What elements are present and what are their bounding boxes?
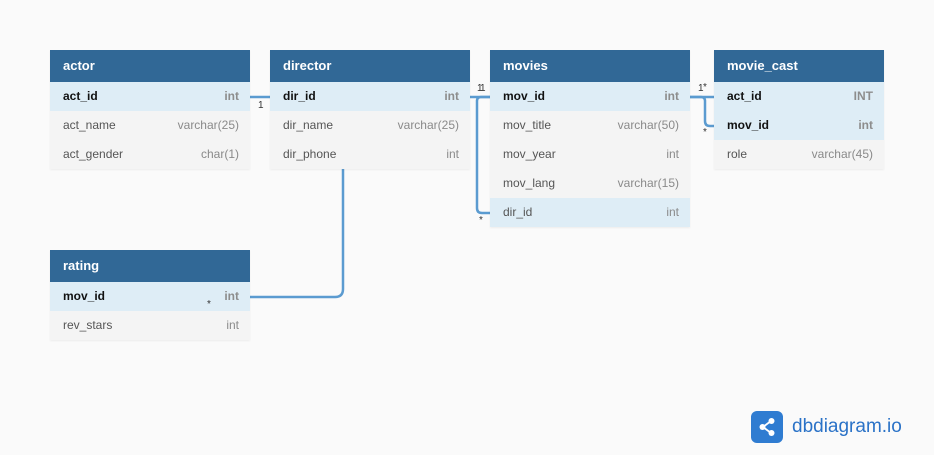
field-row[interactable]: act_gender char(1) (50, 140, 250, 169)
brand-logo-link[interactable]: dbdiagram.io (751, 411, 902, 443)
field-row[interactable]: dir_phone int (270, 140, 470, 169)
field-row[interactable]: mov_lang varchar(15) (490, 169, 690, 198)
field-row[interactable]: dir_name varchar(25) (270, 111, 470, 140)
field-type: varchar(50) (617, 118, 679, 132)
link-movies-dirid (475, 95, 490, 215)
field-row[interactable]: act_id int (50, 82, 250, 111)
field-name: dir_phone (283, 147, 337, 161)
field-row[interactable]: dir_id int (270, 82, 470, 111)
field-type: int (666, 147, 679, 161)
field-type: int (224, 289, 239, 303)
field-name: mov_year (503, 147, 556, 161)
cardinality-movies-a: 1 (477, 83, 483, 94)
field-row[interactable]: mov_id int (714, 111, 884, 140)
link-movies-moviecast (690, 95, 714, 128)
field-name: mov_id (727, 118, 770, 132)
field-name: act_name (63, 118, 116, 132)
field-type: varchar(45) (811, 147, 873, 161)
field-row[interactable]: mov_id int (490, 82, 690, 111)
field-name: dir_id (503, 205, 533, 219)
field-type: int (664, 89, 679, 103)
field-type: int (858, 118, 873, 132)
field-type: varchar(15) (617, 176, 679, 190)
field-row[interactable]: rev_stars int (50, 311, 250, 340)
cardinality-movies-dir-many: * (479, 215, 483, 226)
cardinality-movies-b: 1 (480, 83, 486, 94)
field-row[interactable]: act_name varchar(25) (50, 111, 250, 140)
field-type: INT (853, 89, 873, 103)
field-row[interactable]: dir_id int (490, 198, 690, 227)
brand-name: dbdiagram.io (792, 416, 902, 437)
field-name: act_id (63, 89, 98, 103)
field-name: act_gender (63, 147, 124, 161)
table-header[interactable]: movies (490, 50, 690, 82)
share-icon (751, 411, 783, 443)
field-name: act_id (727, 89, 762, 103)
field-type: varchar(25) (397, 118, 459, 132)
field-type: int (446, 147, 459, 161)
field-name: mov_lang (503, 176, 556, 190)
field-type: char(1) (200, 147, 239, 161)
field-type: int (224, 89, 239, 103)
cardinality-rating-many: * (207, 299, 211, 310)
table-movie-cast[interactable]: movie_cast act_id INT mov_id int role varchar(… (714, 50, 884, 169)
field-row[interactable]: act_id INT (714, 82, 884, 111)
table-header[interactable]: movie_cast (714, 50, 884, 82)
field-name: role (727, 147, 748, 161)
field-name: mov_id (503, 89, 546, 103)
table-header[interactable]: rating (50, 250, 250, 282)
field-name: dir_id (283, 89, 316, 103)
table-header[interactable]: actor (50, 50, 250, 82)
cardinality-cast-many-b: * (703, 127, 707, 138)
field-name: dir_name (283, 118, 334, 132)
field-type: varchar(25) (177, 118, 239, 132)
field-type: int (444, 89, 459, 103)
cardinality-movies-cast-one: 1 (698, 83, 704, 94)
field-row[interactable]: mov_id int (50, 282, 250, 311)
field-row[interactable]: mov_title varchar(50) (490, 111, 690, 140)
field-type: int (666, 205, 679, 219)
cardinality-cast-many-a: * (703, 82, 707, 93)
cardinality-actor: 1 (258, 100, 264, 111)
table-header[interactable]: director (270, 50, 470, 82)
field-row[interactable]: role varchar(45) (714, 140, 884, 169)
table-actor[interactable]: actor act_id int act_name varchar(25) act_gen… (50, 50, 250, 169)
field-name: mov_title (503, 118, 552, 132)
field-row[interactable]: mov_year int (490, 140, 690, 169)
field-name: rev_stars (63, 318, 113, 332)
field-type: int (226, 318, 239, 332)
field-name: mov_id (63, 289, 106, 303)
